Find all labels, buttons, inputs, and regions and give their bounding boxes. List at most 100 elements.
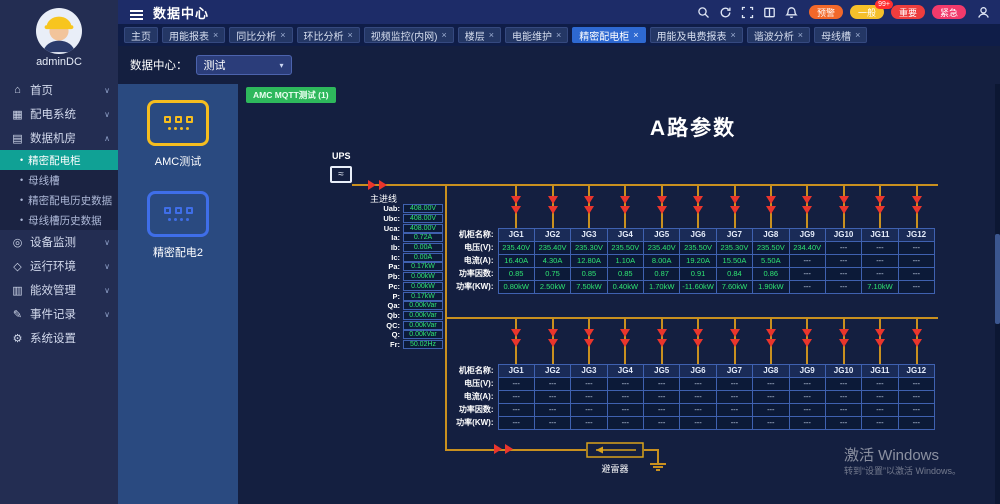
avatar[interactable] <box>36 8 82 54</box>
surge-arrester-icon[interactable] <box>586 442 644 458</box>
ups-icon[interactable]: ≈ <box>330 166 352 183</box>
breaker-icon[interactable] <box>875 329 886 348</box>
home-icon: ⌂ <box>14 84 21 96</box>
breaker-icon[interactable] <box>656 329 667 348</box>
row-label: 电流(A): <box>463 392 494 401</box>
notification-icon[interactable] <box>785 6 798 19</box>
breaker-icon[interactable] <box>802 329 813 348</box>
datacenter-select[interactable]: 测试 ▾ <box>195 55 292 75</box>
menu-toggle-icon[interactable] <box>128 3 145 21</box>
tab-close-icon[interactable]: × <box>213 30 219 40</box>
tab-谐波分析[interactable]: 谐波分析× <box>746 27 811 43</box>
tab-close-icon[interactable]: × <box>855 30 861 40</box>
fullscreen-icon[interactable] <box>741 6 754 19</box>
alert-chip-label[interactable]: 预警 <box>808 5 843 19</box>
device-精密配电2[interactable]: 精密配电2 <box>147 191 209 260</box>
breaker-icon[interactable] <box>584 196 594 215</box>
sidebar-item-配电系统[interactable]: ▦配电系统∨ <box>0 102 118 126</box>
breaker-icon[interactable] <box>547 329 558 348</box>
chevron-down-icon: ∨ <box>104 285 110 295</box>
breaker-icon[interactable] <box>729 196 740 215</box>
breaker-icon[interactable] <box>838 329 849 348</box>
value-cell: --- <box>897 254 936 268</box>
value-cell: --- <box>642 416 681 430</box>
tab-close-icon[interactable]: × <box>633 30 639 40</box>
sidebar-subitem-母线槽[interactable]: •母线槽 <box>0 170 118 190</box>
tab-close-icon[interactable]: × <box>730 30 736 40</box>
tab-close-icon[interactable]: × <box>280 30 286 40</box>
breaker-icon[interactable] <box>693 196 704 215</box>
refresh-icon[interactable] <box>719 6 732 19</box>
tab-用能及电费报表[interactable]: 用能及电费报表× <box>649 27 743 43</box>
breaker-icon[interactable] <box>802 196 813 215</box>
mqtt-group-badge[interactable]: AMC MQTT测试 (1) <box>246 87 336 103</box>
breaker-icon[interactable] <box>656 196 667 215</box>
user-icon[interactable] <box>977 6 990 19</box>
breaker-icon[interactable] <box>511 329 522 348</box>
value-cell: --- <box>861 377 899 391</box>
search-icon[interactable] <box>697 6 710 19</box>
main-breaker-icon[interactable] <box>368 180 390 190</box>
tab-close-icon[interactable]: × <box>441 30 447 40</box>
breaker-icon[interactable] <box>875 196 886 215</box>
sidebar-item-能效管理[interactable]: ▥能效管理∨ <box>0 278 118 302</box>
measurement-value: 0.17kW <box>403 291 443 301</box>
tab-电能维护[interactable]: 电能维护× <box>505 27 569 43</box>
cabinet-header: JG7 <box>715 364 754 378</box>
sidebar-subitem-精密配电柜[interactable]: •精密配电柜 <box>0 150 118 170</box>
tab-close-icon[interactable]: × <box>488 30 494 40</box>
value-cell: 235.40V <box>533 241 572 255</box>
sidebar-subitem-精密配电历史数据[interactable]: •精密配电历史数据 <box>0 190 118 210</box>
breaker-icon[interactable] <box>547 196 558 215</box>
cabinet-header: JG1 <box>497 364 535 378</box>
breaker-icon[interactable] <box>766 196 776 215</box>
breaker-icon[interactable] <box>766 329 776 348</box>
tab-楼层[interactable]: 楼层× <box>457 27 501 43</box>
sidebar-item-系统设置[interactable]: ⚙系统设置 <box>0 326 118 350</box>
alert-预警[interactable]: 预警 <box>808 5 843 19</box>
tab-close-icon[interactable]: × <box>347 30 353 40</box>
breaker-icon[interactable] <box>729 329 740 348</box>
sidebar-item-数据机房[interactable]: ▤数据机房∧ <box>0 126 118 150</box>
breaker-icon[interactable] <box>584 329 594 348</box>
alert-chip-label[interactable]: 重要 <box>890 5 925 19</box>
alert-紧急[interactable]: 紧急 <box>931 5 966 19</box>
value-cell: --- <box>497 390 535 404</box>
tab-母线槽[interactable]: 母线槽× <box>814 27 868 43</box>
breaker-icon[interactable] <box>911 196 922 215</box>
alert-chip-label[interactable]: 紧急 <box>931 5 966 19</box>
tab-精密配电柜[interactable]: 精密配电柜× <box>572 27 646 43</box>
sidebar-subitem-母线槽历史数据[interactable]: •母线槽历史数据 <box>0 210 118 230</box>
sidebar-item-首页[interactable]: ⌂首页∨ <box>0 78 118 102</box>
tab-用能报表[interactable]: 用能报表× <box>162 27 226 43</box>
sidebar-item-设备监测[interactable]: ◎设备监测∨ <box>0 230 118 254</box>
tab-close-icon[interactable]: × <box>797 30 804 40</box>
breaker-icon[interactable] <box>620 329 631 348</box>
tab-主页[interactable]: 主页 <box>124 27 158 43</box>
breaker-icon[interactable] <box>838 196 849 215</box>
sidebar-item-事件记录[interactable]: ✎事件记录∨ <box>0 302 118 326</box>
breaker-icon[interactable] <box>511 196 522 215</box>
alert-重要[interactable]: 重要 <box>890 5 925 19</box>
sidebar-item-运行环境[interactable]: ◇运行环境∨ <box>0 254 118 278</box>
alert-chip-label[interactable]: 一般 <box>849 5 884 19</box>
value-cell: --- <box>824 403 863 417</box>
tab-同比分析[interactable]: 同比分析× <box>229 27 293 43</box>
tab-视频监控(内网)[interactable]: 视频监控(内网)× <box>363 27 454 43</box>
breaker-icon[interactable] <box>693 329 704 348</box>
device-AMC测试[interactable]: AMC测试 <box>147 100 209 169</box>
breaker-icon[interactable] <box>620 196 631 215</box>
scrollbar-thumb[interactable] <box>995 234 1000 324</box>
bottom-breaker-icon[interactable] <box>494 444 516 454</box>
layout-icon[interactable] <box>763 6 776 19</box>
measurement-label: Ia: <box>391 233 400 243</box>
sidebar-submenu: •精密配电柜•母线槽•精密配电历史数据•母线槽历史数据 <box>0 150 118 230</box>
breaker-icon[interactable] <box>911 329 922 348</box>
row-label: 功率因数: <box>458 405 494 414</box>
tab-环比分析[interactable]: 环比分析× <box>296 27 360 43</box>
value-cell: --- <box>715 416 754 430</box>
tab-close-icon[interactable]: × <box>556 30 562 40</box>
cabinet-header: JG10 <box>824 364 863 378</box>
